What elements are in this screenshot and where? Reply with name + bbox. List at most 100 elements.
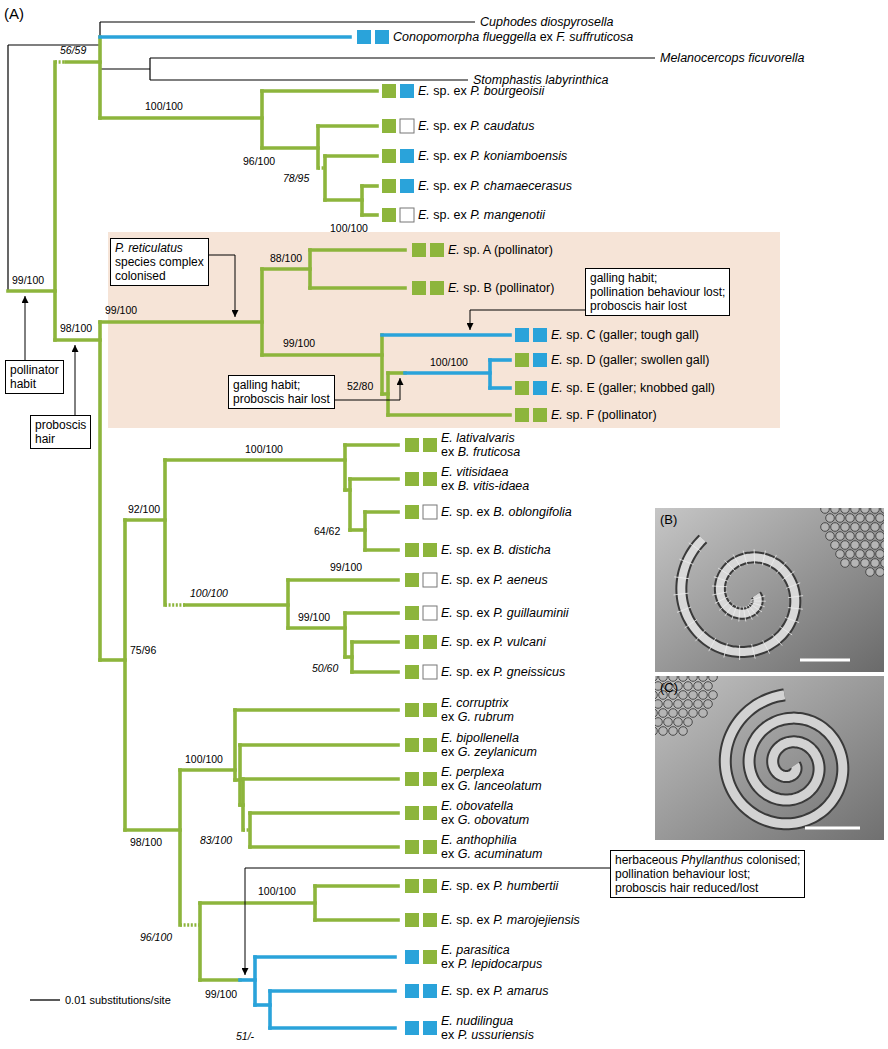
tree-branch: [180, 923, 200, 927]
tree-branch: [262, 89, 377, 93]
support-value: 98/100: [130, 836, 162, 848]
tree-branch: [250, 845, 398, 849]
taxon-label: E. sp. F (pollinator): [551, 408, 657, 422]
proboscis-hair: [701, 630, 706, 635]
text-run: gall): [691, 381, 715, 395]
tree-branch: [98, 37, 102, 118]
trait-square: [423, 665, 437, 679]
proboscis-hair: [734, 606, 736, 613]
proboscis-hair: [788, 596, 795, 598]
panel-label: (B): [660, 513, 677, 527]
tree-branch: [53, 62, 57, 340]
support-value: 92/100: [128, 503, 160, 515]
text-run: reduced/lost: [693, 881, 758, 895]
tree-branch: [100, 658, 125, 662]
text-run: G.: [458, 813, 475, 827]
text-run: vitis-idaea: [473, 479, 529, 493]
tree-branch: [270, 989, 395, 993]
support-value: 99/100: [12, 274, 44, 286]
taxon-label: E. sp. ex B. disticha: [441, 543, 551, 557]
tree-branch: [260, 91, 264, 148]
clade-shading: [108, 232, 780, 428]
tree-branch: [352, 640, 398, 644]
text-run: P.: [458, 1028, 472, 1042]
trait-square: [515, 381, 529, 395]
text-run: herbaceous: [615, 853, 681, 867]
callout-text: galling habit; proboscis hair lost: [233, 378, 330, 406]
callout-box: galling habit; pollination behaviour los…: [585, 268, 730, 316]
proboscis-hair: [785, 617, 792, 619]
text-run: chamaecerasus: [484, 179, 572, 193]
text-run: habit;: [628, 271, 657, 285]
trait-square: [423, 840, 437, 854]
text-run: sp.: [456, 606, 476, 620]
text-run: C: [586, 328, 599, 342]
text-run: galling: [590, 271, 628, 285]
text-run: G.: [458, 745, 475, 759]
text-run: F: [586, 408, 597, 422]
text-run: 100/100: [185, 753, 223, 765]
taxon-label: Conopomorpha flueggella ex F. suffrutico…: [393, 30, 633, 44]
eye-facet: [841, 523, 850, 532]
proboscis-hair: [695, 547, 701, 551]
tree-branch: [343, 445, 347, 490]
text-run: sp.: [456, 573, 476, 587]
proboscis-hair: [725, 572, 731, 576]
text-run: (galler;: [599, 353, 641, 367]
tree-branch: [253, 957, 257, 1005]
text-run: disticha: [508, 543, 550, 557]
text-run: ex: [476, 606, 493, 620]
trait-square: [423, 573, 437, 587]
text-run: 96/100: [140, 931, 172, 943]
eye-facet: [821, 523, 830, 532]
text-run: 98/100: [60, 322, 92, 334]
support-value: 98/100: [60, 322, 92, 334]
tree-branch: [255, 1003, 270, 1007]
proboscis-hair: [689, 543, 696, 548]
proboscis-hair: [749, 604, 755, 608]
taxon-label: E. sp. ex P. gneissicus: [441, 665, 565, 679]
tree-branch: [388, 371, 405, 375]
tree-branch: [343, 613, 347, 657]
trait-square: [382, 149, 396, 163]
text-run: sp.: [456, 984, 476, 998]
eye-facet: [655, 700, 662, 709]
text-run: F.: [556, 30, 569, 44]
proboscis-hair: [725, 601, 730, 606]
tree-branches: [8, 22, 655, 1028]
text-run: ex: [441, 710, 458, 724]
proboscis-hair: [795, 596, 803, 597]
eye-facet: [655, 727, 657, 736]
support-value: 75/96: [130, 644, 156, 656]
trait-square: [430, 281, 444, 295]
proboscis-hair: [715, 600, 722, 604]
proboscis-hair: [786, 630, 793, 634]
tree-branch: [198, 903, 202, 980]
proboscis-hair: [745, 558, 747, 565]
text-run: gneissicus: [507, 665, 565, 679]
trait-square: [405, 1021, 419, 1035]
eye-facet: [669, 709, 678, 718]
proboscis-hair: [772, 634, 777, 639]
taxon-label: E. sp. ex P. vulcani: [441, 635, 546, 649]
text-run: lativalvaris: [456, 431, 514, 445]
trait-square: [405, 543, 419, 557]
tree-branch: [310, 286, 405, 290]
text-run: 100/100: [330, 222, 368, 234]
leader-arrow: [75, 345, 76, 415]
proboscis-outline: [681, 539, 795, 652]
trait-square: [382, 208, 396, 222]
text-run: nudilingua: [456, 1014, 513, 1028]
proboscis-hair: [757, 596, 765, 598]
proboscis-hair: [770, 562, 773, 568]
proboscis-hair: [746, 606, 749, 612]
text-run: 83/100: [200, 834, 232, 846]
proboscis-hair: [738, 614, 740, 622]
text-run: ex: [476, 573, 493, 587]
eye-facet: [684, 700, 693, 709]
text-run: sp.: [463, 281, 483, 295]
text-run: ex: [453, 208, 470, 222]
text-run: E.: [441, 665, 456, 679]
taxon-label: E. lativalvaris ex B. fruticosa: [441, 431, 520, 459]
text-run: E.: [418, 208, 433, 222]
